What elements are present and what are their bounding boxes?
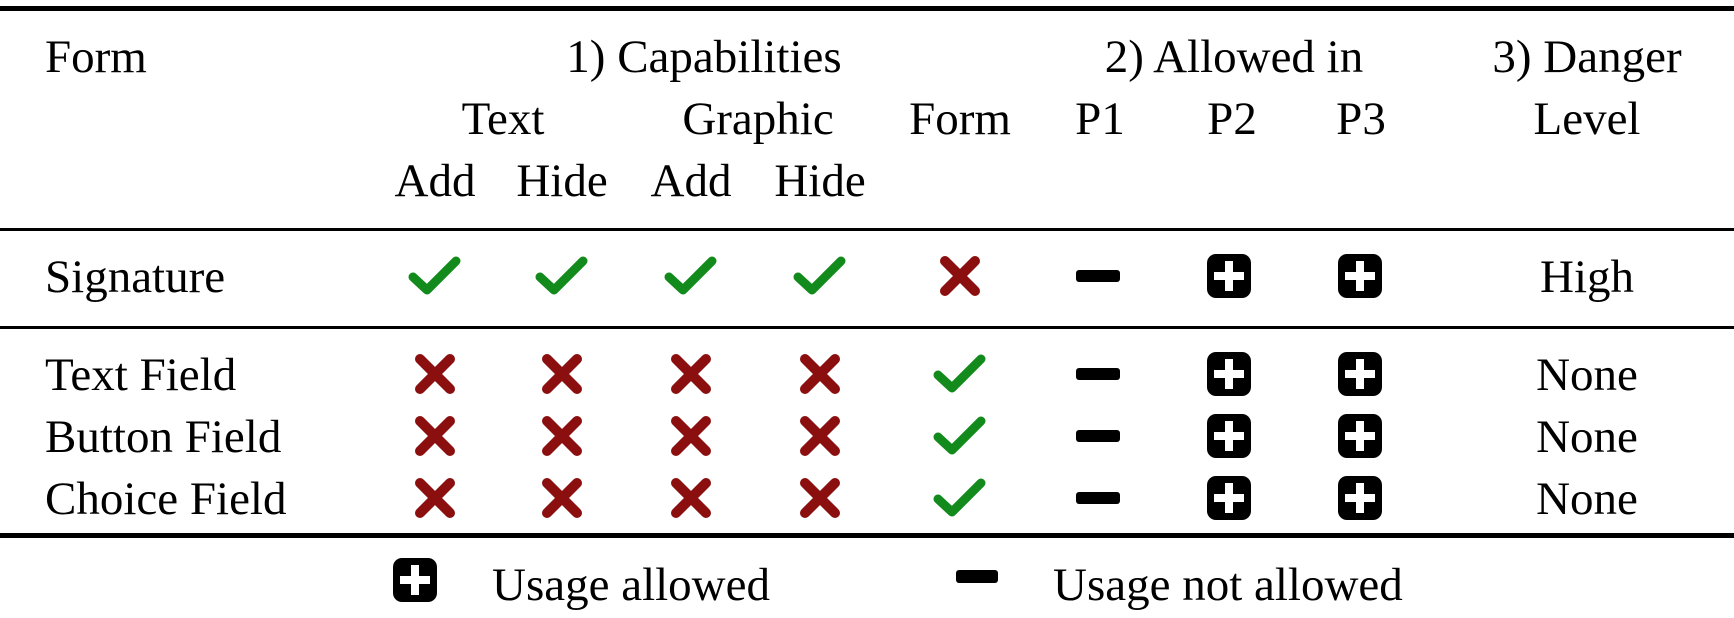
- cross-icon: [415, 416, 455, 456]
- cross-icon: [415, 354, 455, 394]
- header-p3: P3: [1336, 93, 1386, 145]
- header-text-add: Add: [394, 155, 476, 207]
- cross-icon: [542, 416, 582, 456]
- header-graphic-hide: Hide: [774, 155, 866, 207]
- header-level: Level: [1533, 93, 1641, 145]
- minus-icon: [1076, 430, 1120, 442]
- cross-icon: [940, 256, 980, 296]
- header-text-hide: Hide: [516, 155, 608, 207]
- plus-icon: [1338, 476, 1382, 520]
- header-form-col: Form: [909, 93, 1011, 145]
- cross-icon: [800, 354, 840, 394]
- cross-icon: [415, 478, 455, 518]
- row-danger: None: [1536, 411, 1638, 463]
- cross-icon: [671, 478, 711, 518]
- header-graphic-add: Add: [650, 155, 732, 207]
- plus-icon: [1207, 254, 1251, 298]
- bottom-rule: [0, 533, 1734, 538]
- header-p2: P2: [1207, 93, 1257, 145]
- cross-icon: [800, 478, 840, 518]
- row-name: Button Field: [45, 411, 282, 463]
- header-capabilities: 1) Capabilities: [566, 31, 842, 83]
- header-allowed-in: 2) Allowed in: [1104, 31, 1364, 83]
- check-icon: [408, 256, 461, 295]
- legend-allowed-label: Usage allowed: [492, 559, 770, 611]
- cross-icon: [800, 416, 840, 456]
- row-danger: None: [1536, 473, 1638, 525]
- legend-not-allowed-label: Usage not allowed: [1053, 559, 1403, 611]
- header-form: Form: [45, 31, 147, 83]
- header-danger: 3) Danger: [1492, 31, 1682, 83]
- header-rule: [0, 228, 1734, 231]
- plus-icon: [1338, 414, 1382, 458]
- check-icon: [535, 256, 588, 295]
- check-icon: [933, 416, 986, 455]
- cross-icon: [542, 354, 582, 394]
- cross-icon: [671, 354, 711, 394]
- row-danger: High: [1540, 251, 1634, 303]
- plus-icon: [1338, 352, 1382, 396]
- plus-icon: [1207, 414, 1251, 458]
- check-icon: [933, 354, 986, 393]
- check-icon: [664, 256, 717, 295]
- plus-icon: [1207, 476, 1251, 520]
- plus-icon: [1207, 352, 1251, 396]
- minus-icon: [1076, 368, 1120, 380]
- plus-icon: [1338, 254, 1382, 298]
- top-rule: [0, 6, 1734, 11]
- header-text: Text: [461, 93, 545, 145]
- cross-icon: [542, 478, 582, 518]
- check-icon: [793, 256, 846, 295]
- check-icon: [933, 478, 986, 517]
- cross-icon: [671, 416, 711, 456]
- signature-rule: [0, 326, 1734, 329]
- legend-minus-icon: [956, 570, 998, 583]
- row-name: Choice Field: [45, 473, 287, 525]
- minus-icon: [1076, 492, 1120, 504]
- row-name: Text Field: [45, 349, 237, 401]
- header-graphic: Graphic: [682, 93, 834, 145]
- minus-icon: [1076, 270, 1120, 282]
- row-danger: None: [1536, 349, 1638, 401]
- header-p1: P1: [1075, 93, 1125, 145]
- legend-plus-icon: [393, 558, 437, 602]
- row-name: Signature: [45, 251, 226, 303]
